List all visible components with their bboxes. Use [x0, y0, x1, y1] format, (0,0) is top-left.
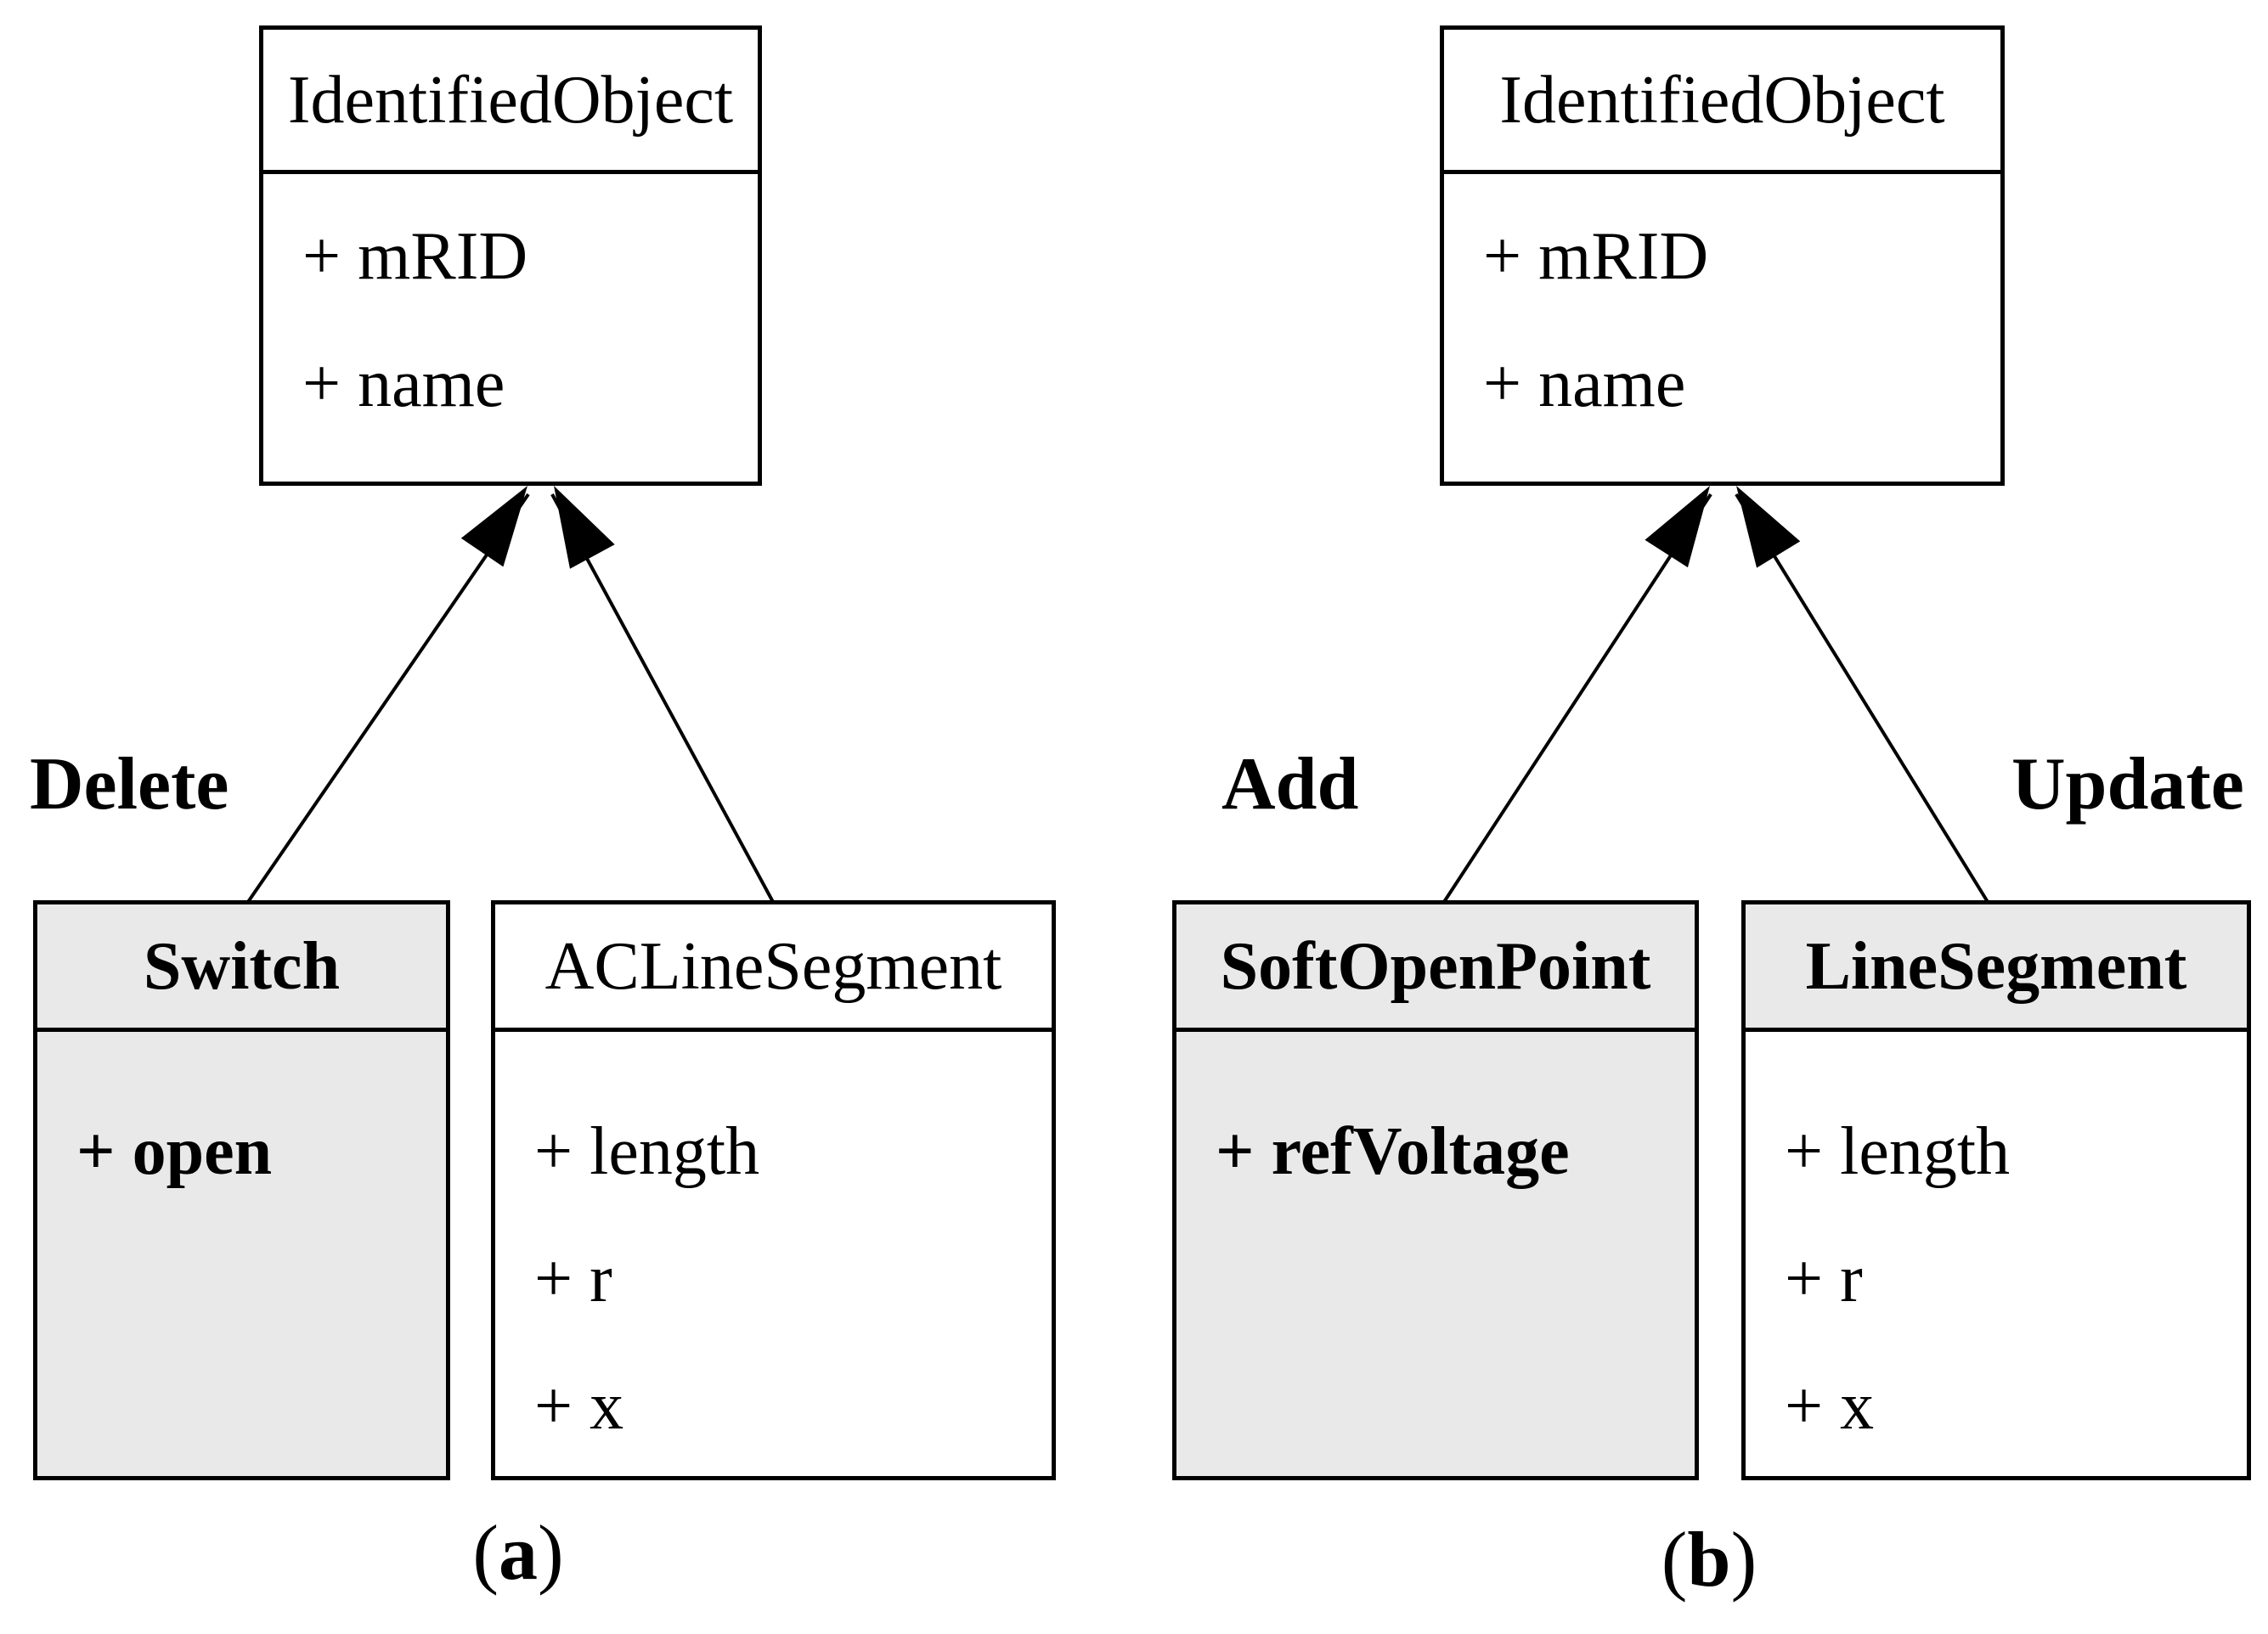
class-attributes: + mRID + name — [263, 174, 758, 448]
attribute-mrid: + mRID — [302, 219, 528, 294]
attribute-name: + name — [302, 347, 505, 421]
caption-close-paren: ) — [538, 1509, 564, 1596]
generalization-arrowhead-softopenpoint — [1645, 486, 1710, 568]
class-attributes: + mRID + name — [1444, 174, 2000, 448]
caption-close-paren: ) — [1730, 1516, 1757, 1603]
class-title: ACLineSegment — [495, 904, 1052, 1032]
generalization-arrowhead-linesegment — [1736, 486, 1801, 568]
caption-open-paren: ( — [1661, 1516, 1688, 1603]
caption-a: (a) — [391, 1513, 646, 1592]
class-title: IdentifiedObject — [1444, 30, 2000, 174]
class-attributes: + length + r + x — [1746, 1032, 2247, 1470]
attribute-x: + x — [1785, 1369, 1875, 1444]
operation-label-delete: Delete — [30, 743, 229, 825]
generalization-arrowhead-aclinesegment — [554, 486, 615, 569]
generalization-line-switch — [246, 493, 530, 904]
class-attributes: + length + r + x — [495, 1032, 1052, 1470]
class-title: LineSegment — [1746, 904, 2247, 1032]
class-identifiedobject-b: IdentifiedObject + mRID + name — [1440, 25, 2005, 486]
generalization-line-softopenpoint — [1442, 493, 1712, 904]
caption-letter: a — [499, 1509, 538, 1596]
attribute-length: + length — [1785, 1114, 2011, 1189]
class-softopenpoint: SoftOpenPoint + refVoltage — [1172, 900, 1699, 1480]
generalization-arrowhead-switch — [460, 486, 528, 567]
class-switch: Switch + open — [33, 900, 450, 1480]
class-attributes: + open — [37, 1032, 446, 1215]
class-title: IdentifiedObject — [263, 30, 758, 174]
generalization-line-linesegment — [1735, 493, 1989, 904]
caption-b: (b) — [1582, 1520, 1836, 1598]
attribute-refvoltage: + refVoltage — [1216, 1114, 1570, 1189]
caption-open-paren: ( — [472, 1509, 499, 1596]
operation-label-update: Update — [2011, 743, 2244, 825]
attribute-name: + name — [1483, 347, 1686, 421]
attribute-open: + open — [76, 1114, 273, 1189]
caption-letter: b — [1687, 1516, 1731, 1603]
class-title: Switch — [37, 904, 446, 1032]
class-title: SoftOpenPoint — [1176, 904, 1695, 1032]
class-attributes: + refVoltage — [1176, 1032, 1695, 1215]
class-identifiedobject-a: IdentifiedObject + mRID + name — [259, 25, 762, 486]
attribute-r: + r — [1785, 1242, 1863, 1316]
attribute-length: + length — [534, 1114, 760, 1189]
class-linesegment: LineSegment + length + r + x — [1741, 900, 2251, 1480]
class-aclinesegment: ACLineSegment + length + r + x — [491, 900, 1056, 1480]
attribute-x: + x — [534, 1369, 624, 1444]
operation-label-add: Add — [1221, 743, 1359, 825]
attribute-mrid: + mRID — [1483, 219, 1709, 294]
attribute-r: + r — [534, 1242, 612, 1316]
generalization-line-aclinesegment — [550, 493, 775, 903]
